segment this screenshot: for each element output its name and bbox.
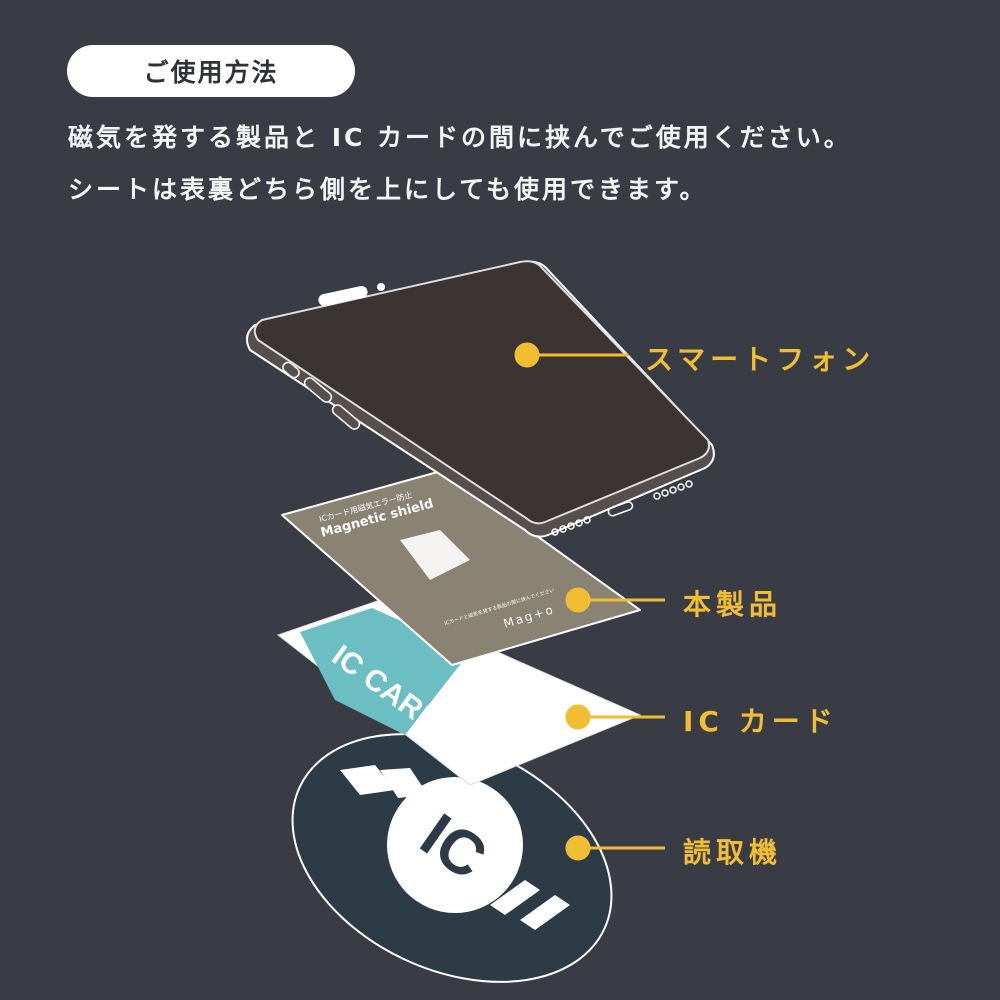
product-card: ICカード用磁気エラー防止 Magnetic shield ICカードと磁気を発… bbox=[281, 469, 641, 666]
ic-logo-circle bbox=[387, 777, 523, 913]
shield-graphic-icon bbox=[400, 530, 470, 580]
camera-icon bbox=[377, 283, 385, 291]
dynamic-island bbox=[318, 286, 368, 306]
side-buttons bbox=[282, 361, 361, 430]
label-product: 本製品 bbox=[683, 588, 783, 621]
label-reader: 読取機 bbox=[683, 836, 783, 869]
leader-lines bbox=[514, 342, 665, 861]
label-ic-card: IC カード bbox=[683, 705, 838, 738]
description-line-2: シートは表裏どちら側を上にしても使用できます。 bbox=[68, 175, 708, 204]
speaker-holes-icon bbox=[551, 480, 693, 536]
reader-pad: IC bbox=[291, 733, 613, 983]
heading-pill: ご使用方法 bbox=[67, 45, 355, 97]
description-line-1: 磁気を発する製品と IC カードの間に挟んでご使用ください。 bbox=[68, 123, 852, 152]
smartphone bbox=[245, 260, 715, 538]
label-smartphone: スマートフォン bbox=[645, 343, 876, 376]
